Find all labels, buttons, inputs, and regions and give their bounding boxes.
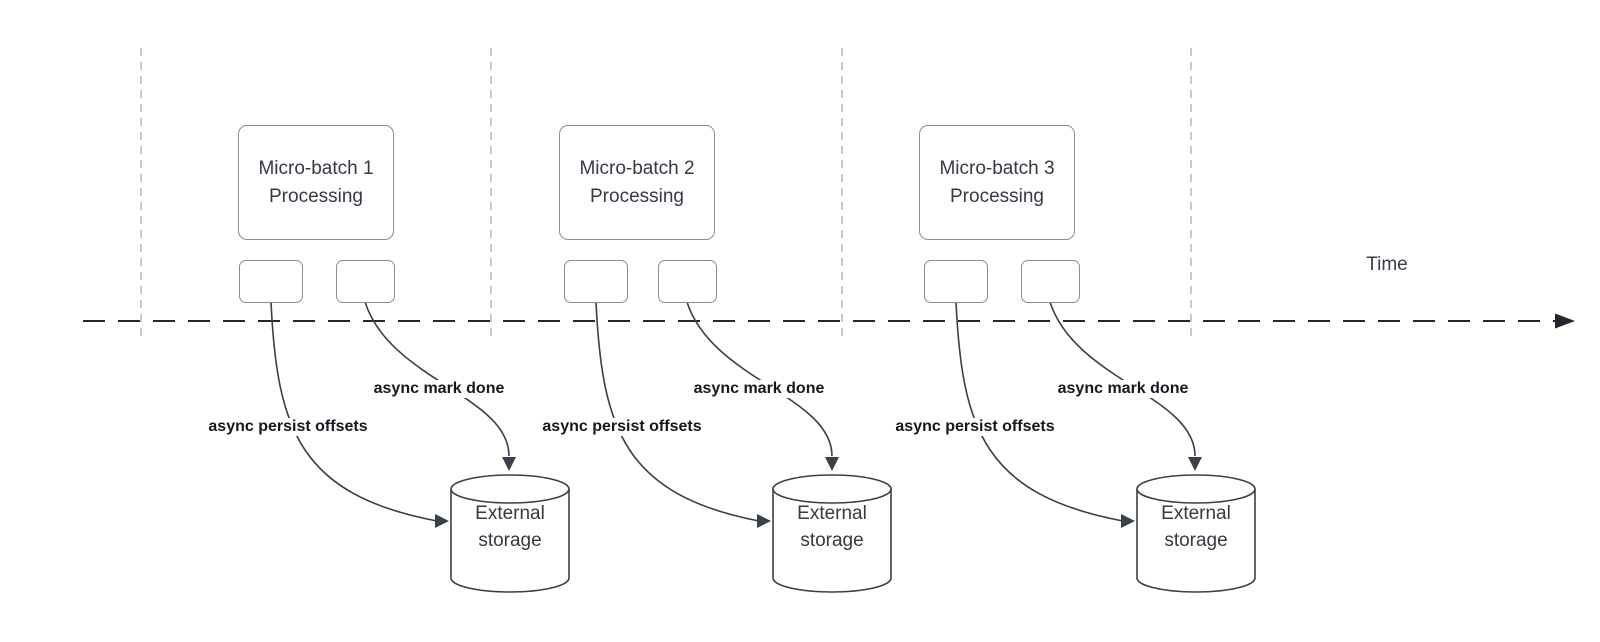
mark-done-label: async mark done bbox=[1054, 380, 1192, 398]
mark-done-arrow bbox=[364, 301, 510, 457]
mark-done-task-box-2 bbox=[658, 260, 717, 303]
external-storage-cylinder-top bbox=[1136, 474, 1256, 504]
persist-arrowhead bbox=[757, 514, 771, 528]
persist-offsets-label: async persist offsets bbox=[539, 418, 705, 436]
mark-done-task-box-3 bbox=[1021, 260, 1080, 303]
persist-offsets-label: async persist offsets bbox=[205, 418, 371, 436]
time-label: Time bbox=[1366, 254, 1408, 275]
micro-batch-3-processing-label: Micro-batch 3 Processing bbox=[939, 157, 1055, 207]
external-storage-cylinder-top bbox=[772, 474, 892, 504]
time-axis-arrowhead bbox=[1555, 313, 1575, 329]
external-storage-label: External storage bbox=[1161, 503, 1231, 551]
done-arrowhead bbox=[502, 457, 516, 471]
external-storage-label: External storage bbox=[475, 503, 545, 551]
persist-offsets-label: async persist offsets bbox=[892, 418, 1058, 436]
mark-done-arrow bbox=[1049, 301, 1196, 457]
micro-batch-2-processing-label: Micro-batch 2 Processing bbox=[579, 157, 695, 207]
external-storage-label: External storage bbox=[797, 503, 867, 551]
done-arrowhead bbox=[1188, 457, 1202, 471]
mark-done-label: async mark done bbox=[690, 380, 828, 398]
persist-task-box-1 bbox=[239, 260, 303, 303]
micro-batch-3-processing-box: Micro-batch 3 Processing bbox=[919, 125, 1075, 240]
persist-task-box-3 bbox=[924, 260, 988, 303]
mark-done-label: async mark done bbox=[370, 380, 508, 398]
persist-offsets-arrow bbox=[270, 301, 438, 522]
micro-batch-2-processing-box: Micro-batch 2 Processing bbox=[559, 125, 715, 240]
mark-done-task-box-1 bbox=[336, 260, 395, 303]
micro-batch-1-processing-box: Micro-batch 1 Processing bbox=[238, 125, 394, 240]
micro-batch-1-processing-label: Micro-batch 1 Processing bbox=[258, 157, 374, 207]
done-arrowhead bbox=[825, 457, 839, 471]
persist-offsets-arrow bbox=[955, 301, 1124, 522]
persist-task-box-2 bbox=[564, 260, 628, 303]
mark-done-arrow bbox=[686, 301, 833, 457]
persist-arrowhead bbox=[1121, 514, 1135, 528]
external-storage-cylinder bbox=[450, 489, 570, 593]
external-storage-cylinder bbox=[1136, 489, 1256, 593]
persist-arrowhead bbox=[435, 514, 449, 528]
persist-offsets-arrow bbox=[595, 301, 760, 522]
external-storage-cylinder-top bbox=[450, 474, 570, 504]
external-storage-cylinder bbox=[772, 489, 892, 593]
